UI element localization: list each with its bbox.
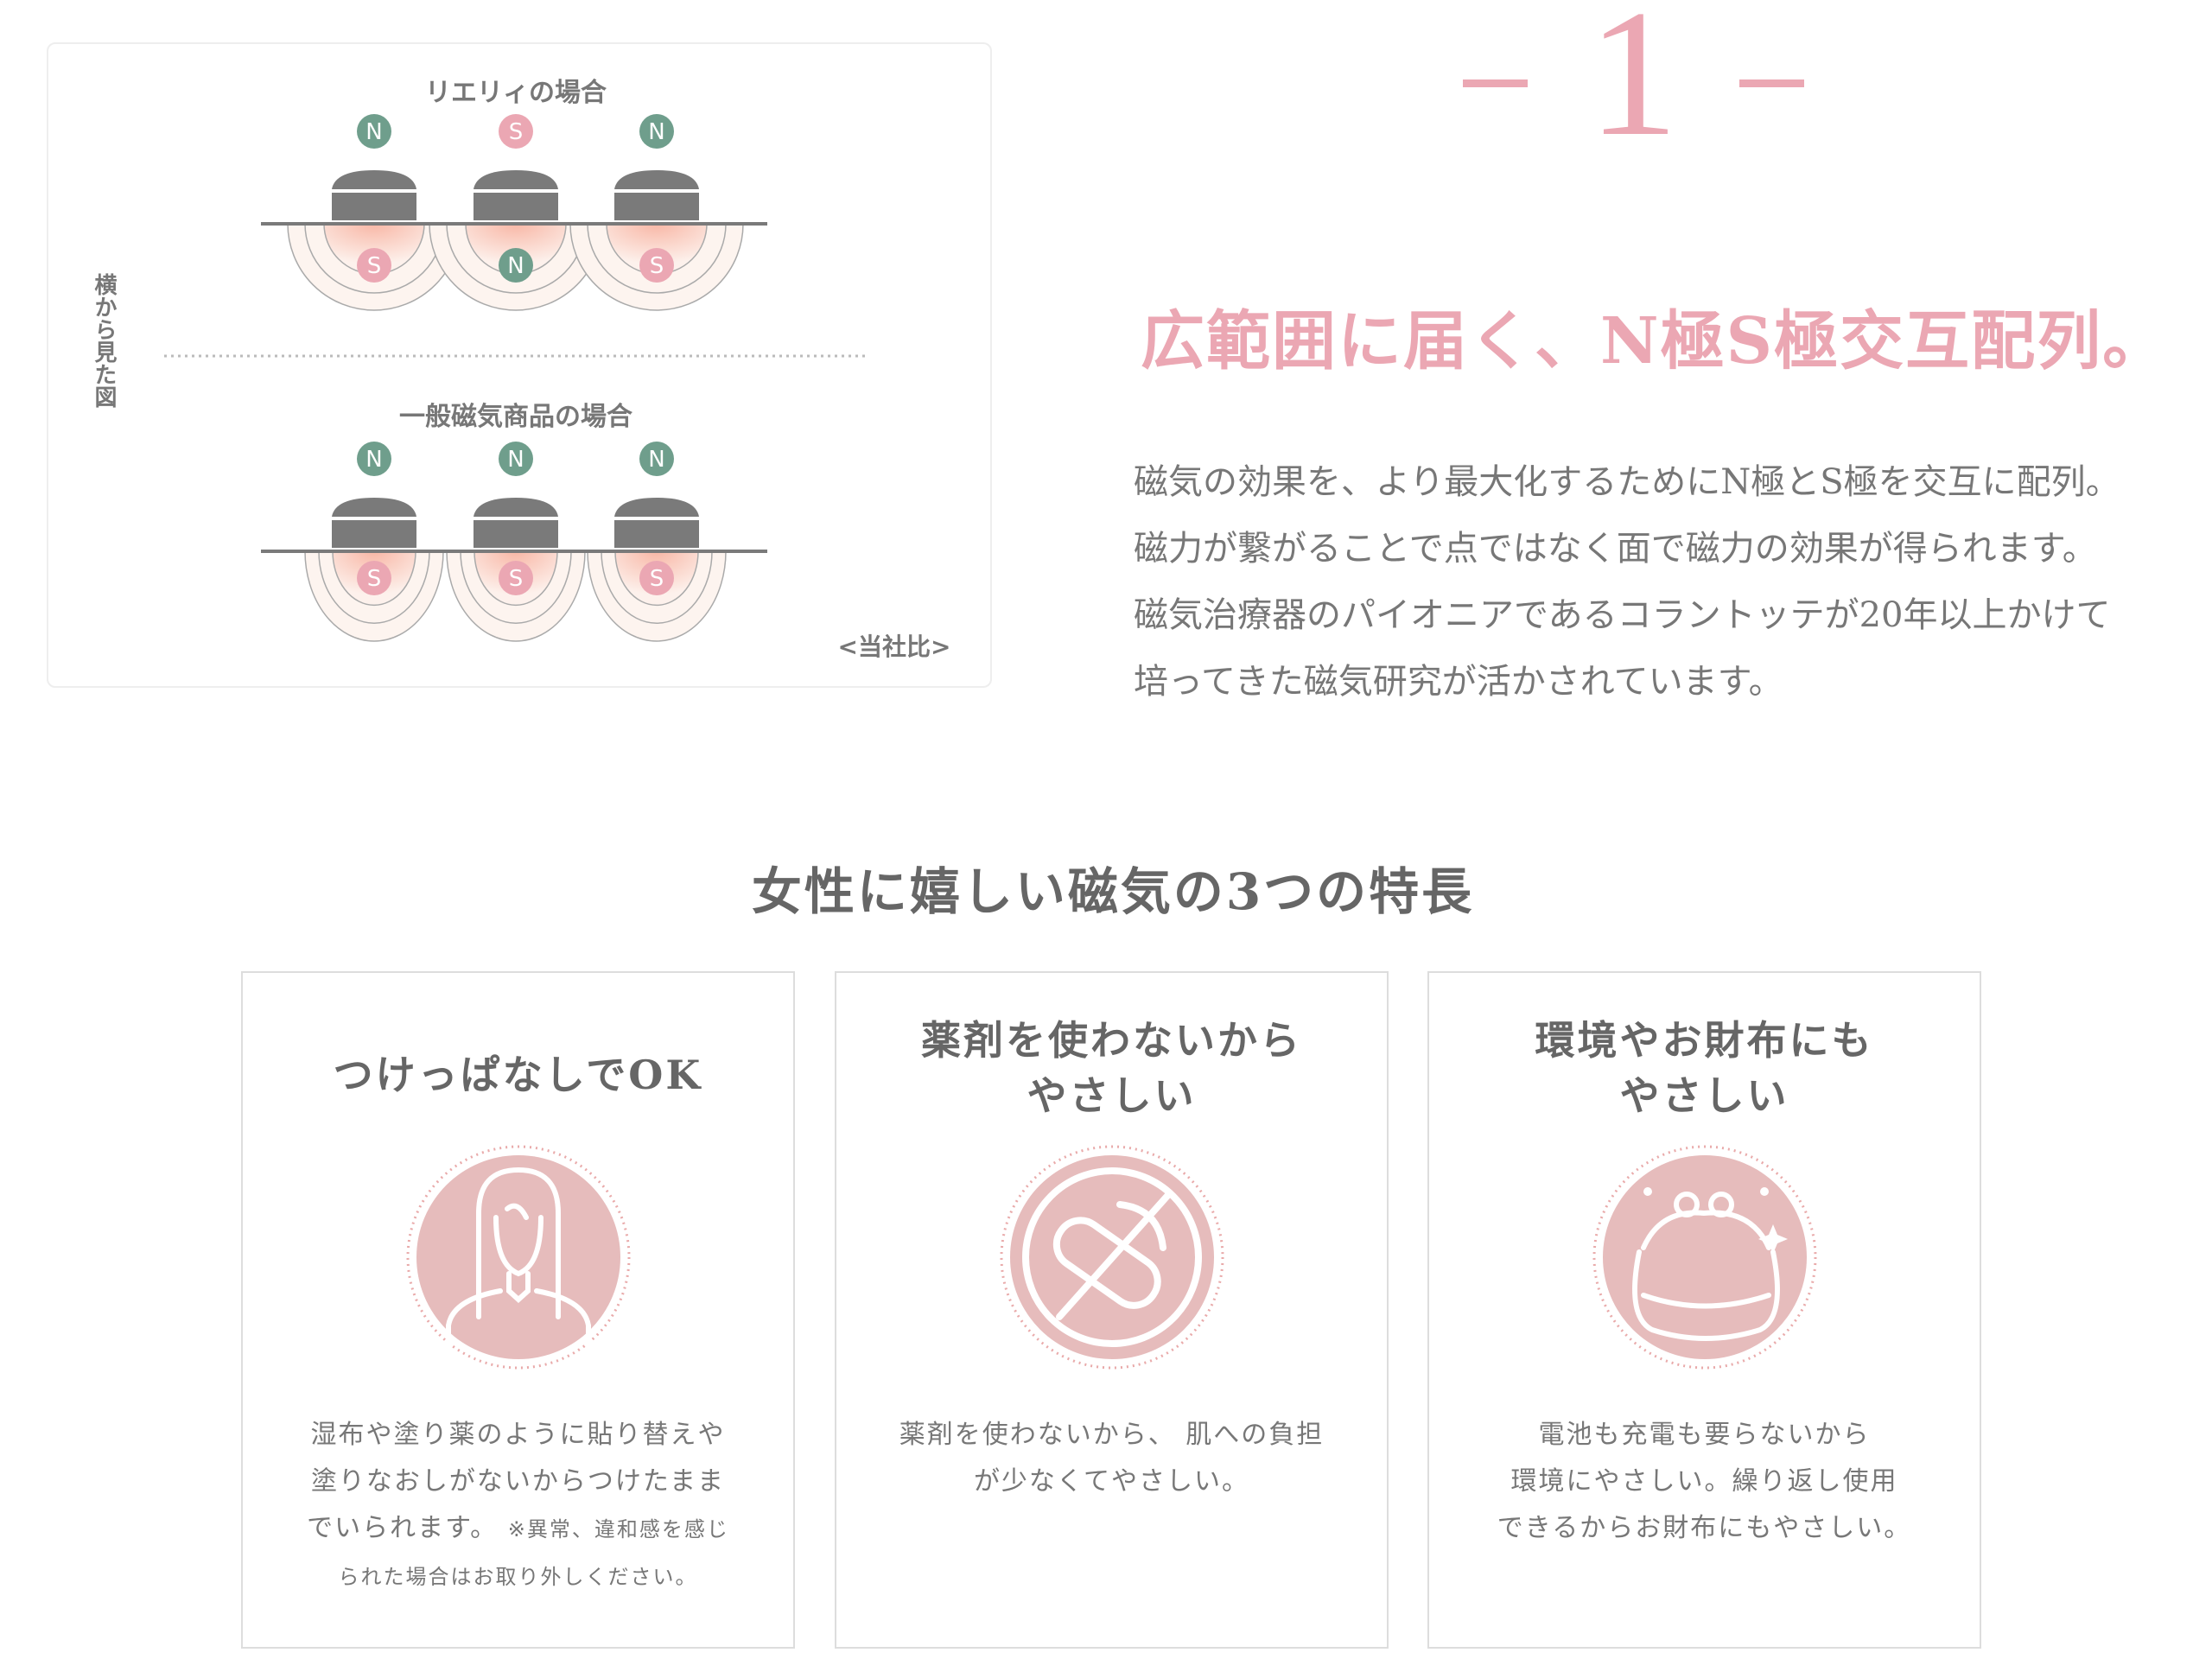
- title-line: 薬剤を使わないから: [921, 1017, 1302, 1064]
- lower-s-pole: [357, 561, 391, 595]
- feature-card: 環境やお財布にもやさしい 電池も充電も要らないから環境にやさしい。繰り返し使用で…: [1427, 971, 1981, 1649]
- pole-label: S: [509, 119, 524, 145]
- magnet-body: [614, 193, 699, 220]
- description-line: 磁力が繋がることで点ではなく面で磁力の効果が得られます。: [1134, 529, 2097, 569]
- feature-card: 薬剤を使わないからやさしい 薬剤を使わないから、 肌への負担が少なくてやさしい。: [835, 971, 1389, 1649]
- upper-n-pole: [499, 442, 533, 476]
- woman-icon: [406, 1145, 630, 1370]
- side-label: 横から見た図: [91, 273, 117, 408]
- card-title: 環境やお財布にもやさしい: [1429, 1013, 1980, 1123]
- card-title: 薬剤を使わないからやさしい: [836, 1013, 1387, 1123]
- number-text: 1: [1587, 0, 1679, 174]
- pole-label: N: [365, 447, 382, 473]
- magnet-diagram: 横から見た図 リエリィの場合 N S S N N S 一般磁気商品の場合 N S N S N S <…: [47, 42, 992, 688]
- desc-line: 環境にやさしい。繰り返し使用: [1510, 1466, 1898, 1497]
- pole-label: N: [365, 119, 382, 145]
- field-arc: [587, 223, 727, 294]
- description-line: 磁気の効果を、より最大化するためにN極とS極を交互に配列。: [1134, 462, 2120, 502]
- features-title: 女性に嬉しい磁気の3つの特長: [751, 862, 1475, 921]
- upper-n-pole: [357, 114, 391, 149]
- dash-right: [1738, 79, 1804, 88]
- note-line: られた場合はお取り外しください。: [338, 1565, 698, 1589]
- comparison-note: <当社比>: [838, 632, 951, 661]
- desc-line: できるからお財布にもやさしい。: [1497, 1513, 1912, 1543]
- desc-line: 塗りなおしがないからつけたまま: [310, 1466, 726, 1497]
- desc-line: 薬剤を使わないから、 肌への負担: [899, 1420, 1325, 1450]
- feature-card: つけっぱなしでOK 湿布や塗り薬のように貼り替えや塗りなおしがないからつけたまま…: [241, 971, 795, 1649]
- pole-label: S: [367, 566, 382, 592]
- desc-line: 湿布や塗り薬のように貼り替えや: [310, 1420, 726, 1450]
- upper-n-pole: [639, 442, 674, 476]
- lower-s-pole: [639, 561, 674, 595]
- card-description: 湿布や塗り薬のように貼り替えや塗りなおしがないからつけたままでいられます。 ※異…: [260, 1412, 776, 1600]
- card-description: 電池も充電も要らないから環境にやさしい。繰り返し使用できるからお財布にもやさしい…: [1446, 1412, 1962, 1552]
- upper-n-pole: [639, 114, 674, 149]
- card-title: つけっぱなしでOK: [333, 1052, 703, 1098]
- note-line: ※異常、違和感を感じ: [507, 1517, 729, 1541]
- no-medicine-icon: [1000, 1145, 1224, 1370]
- title-line: 環境やお財布にも: [1535, 1017, 1874, 1064]
- card-description: 薬剤を使わないから、 肌への負担が少なくてやさしい。: [854, 1412, 1370, 1505]
- upper-s-pole: [499, 114, 533, 149]
- top-title: リエリィの場合: [425, 78, 607, 108]
- field-arc: [318, 550, 430, 624]
- desc-line: が少なくてやさしい。: [973, 1466, 1250, 1497]
- title-line: やさしい: [1619, 1072, 1789, 1119]
- pole-label: N: [507, 253, 524, 279]
- purse-icon: [1592, 1145, 1816, 1370]
- magnet-body: [474, 193, 558, 220]
- dash-left: [1462, 79, 1528, 88]
- magnet-dome: [474, 170, 558, 189]
- pole-label: N: [648, 447, 664, 473]
- pole-label: N: [648, 119, 664, 145]
- pole-label: S: [650, 253, 664, 279]
- magnet-dome: [614, 170, 699, 189]
- title-line: やさしい: [1027, 1072, 1197, 1119]
- description-line: 培ってきた磁気研究が活かされています。: [1134, 662, 1783, 702]
- desc-line: でいられます。: [307, 1513, 499, 1543]
- magnet-dome: [332, 498, 416, 517]
- lower-s-pole: [639, 248, 674, 283]
- pole-label: N: [507, 447, 524, 473]
- description-line: 磁気治療器のパイオニアであるコラントッテが20年以上かけて: [1134, 595, 2111, 635]
- magnet-diagram-svg: 横から見た図 リエリィの場合 N S S N N S 一般磁気商品の場合 N S N S N S <…: [91, 78, 951, 661]
- pole-label: S: [367, 253, 382, 279]
- pole-label: S: [650, 566, 664, 592]
- section-number: 1: [1382, 0, 1884, 164]
- headline: 広範囲に届く、N極S極交互配列。: [1141, 304, 2169, 378]
- lower-s-pole: [357, 248, 391, 283]
- field-arc: [460, 550, 572, 624]
- description: 磁気の効果を、より最大化するためにN極とS極を交互に配列。 磁力が繋がることで点…: [1134, 449, 2120, 715]
- magnet-body: [614, 520, 699, 548]
- magnet-body: [332, 193, 416, 220]
- lower-n-pole: [499, 248, 533, 283]
- magnet-dome: [474, 498, 558, 517]
- field-arc: [601, 550, 713, 624]
- pole-label: S: [509, 566, 524, 592]
- desc-line: 電池も充電も要らないから: [1538, 1420, 1871, 1450]
- magnet-body: [474, 520, 558, 548]
- upper-n-pole: [357, 442, 391, 476]
- magnet-dome: [332, 170, 416, 189]
- lower-s-pole: [499, 561, 533, 595]
- magnet-body: [332, 520, 416, 548]
- bottom-title: 一般磁気商品の場合: [399, 402, 632, 432]
- magnet-dome: [614, 498, 699, 517]
